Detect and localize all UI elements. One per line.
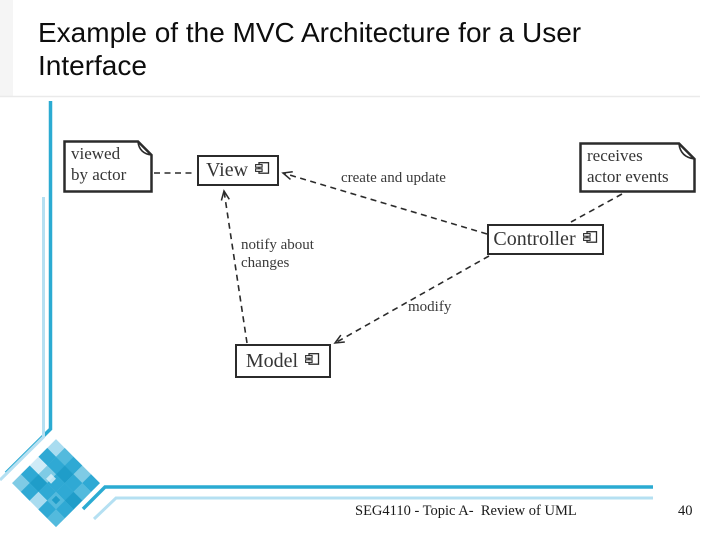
note-viewed-by-actor: viewed by actor <box>63 140 153 193</box>
note-text: viewed by actor <box>71 144 127 184</box>
class-icon <box>255 162 270 174</box>
class-box-model: Model <box>235 344 331 378</box>
bottom-accent-line-light <box>92 496 653 521</box>
class-box-view: View <box>197 155 279 186</box>
class-name: Controller <box>493 228 576 250</box>
create-and-update-arrow <box>281 171 488 235</box>
note-text: receives actor events <box>587 146 669 186</box>
notify-about-changes-arrow <box>220 189 248 344</box>
note-fold-icon <box>678 143 695 160</box>
note-fold-icon <box>137 141 152 156</box>
link-label-modify: modify <box>408 299 452 315</box>
note-receives-actor-events: receives actor events <box>579 142 696 193</box>
class-name: Model <box>245 349 299 372</box>
link-label-create-and-update: create and update <box>341 170 446 186</box>
class-box-controller: Controller <box>487 224 604 255</box>
link-label-notify-about-changes: notify about changes <box>241 237 314 271</box>
footer-page-number: 40 <box>678 503 693 519</box>
class-icon <box>305 352 320 365</box>
note-anchor-receives-actor-events <box>570 193 623 223</box>
page-title: Example of the MVC Architecture for a Us… <box>38 17 582 81</box>
title-margin-block <box>0 0 13 96</box>
note-shape <box>63 140 153 193</box>
modify-arrow <box>333 255 490 344</box>
left-accent-line-light <box>0 197 45 482</box>
class-icon <box>582 231 597 243</box>
footer-course-text: SEG4110 - Topic A- Review of UML <box>355 503 577 519</box>
bottom-accent-line-teal <box>81 485 653 511</box>
class-name: View <box>205 159 249 181</box>
note-shape <box>579 142 696 193</box>
